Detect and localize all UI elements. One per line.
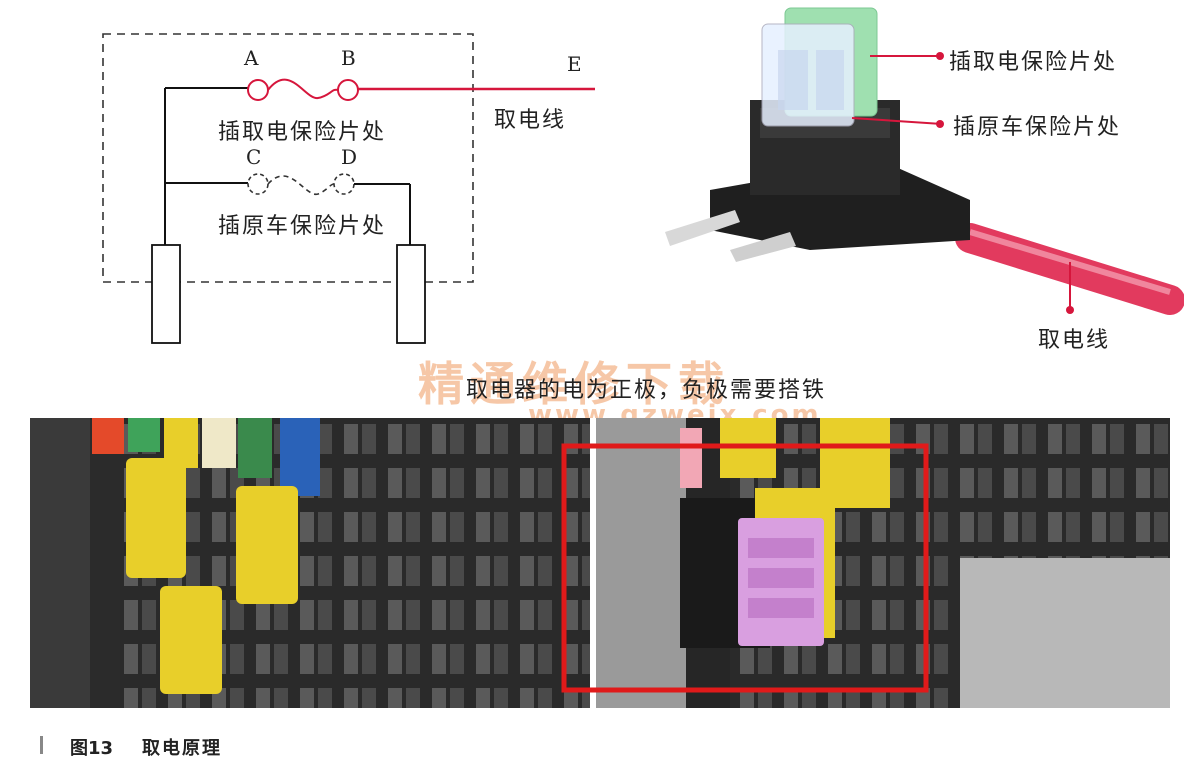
tap-blade-1 <box>665 210 740 246</box>
terminal-d <box>333 173 355 195</box>
callout-tap-fuse: 插取电保险片处 <box>949 50 1118 75</box>
fuse-green <box>128 418 160 452</box>
tap-fuse-element <box>267 78 339 99</box>
callout-tap-wire: 取电线 <box>1038 328 1111 353</box>
fuse-yellow-2 <box>236 486 298 604</box>
label-orig-fuse: 插原车保险片处 <box>218 214 387 239</box>
terminal-b <box>337 79 359 101</box>
terminal-c <box>247 173 269 195</box>
fuse-tap-illustration <box>665 7 1184 315</box>
caption-bar <box>40 736 43 754</box>
figure-title: 取电原理 <box>142 738 222 759</box>
callout-line-orig-fuse <box>851 117 943 125</box>
fusebox-photo <box>30 418 1170 708</box>
fuse-cream <box>202 418 236 468</box>
callout-orig-fuse: 插原车保险片处 <box>953 115 1122 140</box>
fuse-green-2 <box>238 418 272 478</box>
highlight-box <box>561 443 929 693</box>
orig-fuse-element <box>267 175 335 195</box>
label-tap-wire: 取电线 <box>494 108 567 133</box>
terminal-a <box>247 79 269 101</box>
label-d: D <box>341 145 358 169</box>
schematic-enclosure <box>102 33 474 283</box>
right-blade <box>396 244 426 344</box>
watermark-text: 精通维修下载 <box>418 357 730 411</box>
left-blade <box>151 244 181 344</box>
tap-wire-pink <box>680 428 702 488</box>
label-a: A <box>244 46 259 70</box>
figure-number: 图13 <box>70 738 114 759</box>
fuse-red <box>92 418 124 454</box>
label-tap-fuse: 插取电保险片处 <box>218 120 387 145</box>
fuse-blue <box>280 418 320 496</box>
tap-schematic <box>102 33 595 344</box>
fuse-yellow-3 <box>160 586 222 694</box>
polarity-note: 取电器的电为正极，负极需要搭铁 <box>466 378 827 403</box>
label-b: B <box>341 46 356 70</box>
fuse-yellow-1 <box>126 458 186 578</box>
label-c: C <box>246 145 262 169</box>
tap-blade-2 <box>730 232 796 262</box>
label-e: E <box>567 52 582 76</box>
